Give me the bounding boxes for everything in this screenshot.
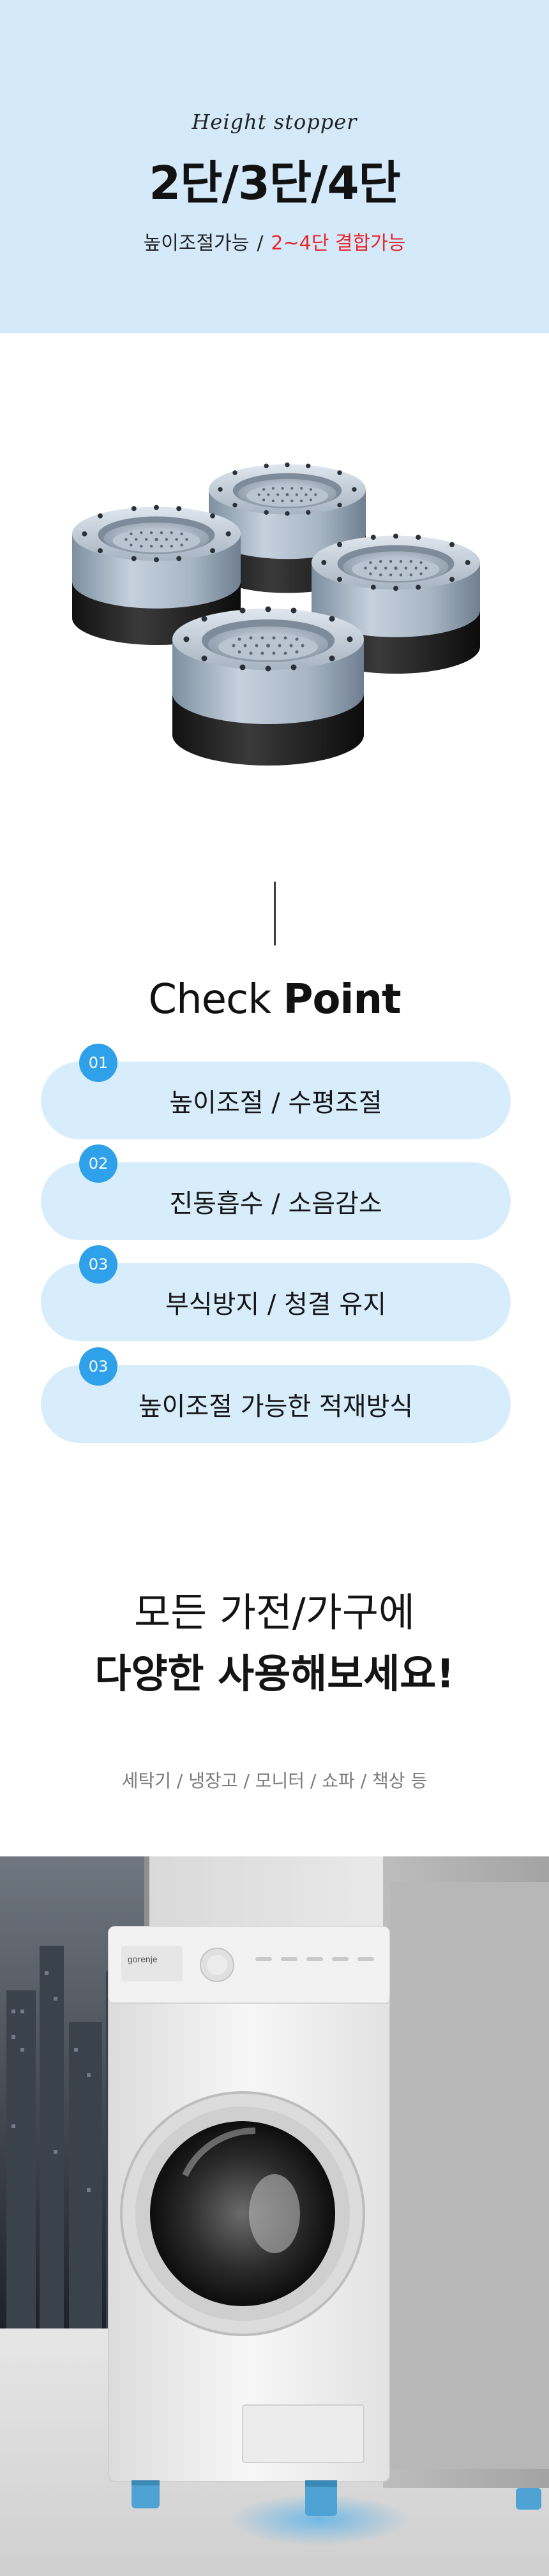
check-point-badge: 03 [79, 1347, 117, 1386]
hero-banner: Height stopper 2단/3단/4단 높이조절가능 / 2~4단 결합가능 [0, 0, 549, 333]
hero-sub-separator: / [257, 232, 264, 255]
hero-sub-left: 높이조절가능 [143, 232, 250, 255]
washing-machine-illustration: gorenje [0, 1856, 549, 2576]
usage-title-line1: 모든 가전/가구에 [134, 1589, 415, 1636]
usage-title: 모든 가전/가구에 다양한 사용해보세요! [0, 1582, 549, 1705]
section-divider [274, 882, 276, 945]
anti-vibration-pads-illustration [72, 462, 480, 766]
check-point-text: 높이조절 가능한 적재방식 [138, 1392, 414, 1421]
brand-logo: gorenje [128, 1954, 158, 1964]
hero-subtitle: 높이조절가능 / 2~4단 결합가능 [0, 227, 549, 255]
check-point-badge: 03 [79, 1245, 117, 1284]
hero-script-label: Height stopper [192, 110, 357, 134]
pad-front [172, 606, 364, 766]
check-point-title: Check Point [0, 976, 549, 1023]
usage-subtitle: 세탁기 / 냉장고 / 모니터 / 쇼파 / 책상 등 [121, 1770, 428, 1791]
hero-title: 2단/3단/4단 [149, 156, 401, 210]
washing-machine-scene: gorenje [0, 1856, 549, 2576]
check-point-text: 높이조절 / 수평조절 [169, 1088, 382, 1118]
check-point-item: 진동흡수 / 소음감소 [41, 1162, 511, 1240]
check-point-title-light: Check [148, 976, 271, 1023]
check-point-item: 높이조절 / 수평조절 [41, 1062, 511, 1139]
hero-sub-right: 2~4단 결합가능 [271, 232, 406, 255]
check-point-text: 진동흡수 / 소음감소 [169, 1189, 382, 1218]
check-point-badge: 01 [79, 1044, 117, 1082]
product-image [0, 333, 549, 856]
check-point-item: 높이조절 가능한 적재방식 [41, 1365, 511, 1443]
check-point-badge: 02 [79, 1144, 117, 1183]
check-point-title-bold: Point [283, 976, 402, 1023]
check-point-item: 부식방지 / 청결 유지 [41, 1263, 511, 1341]
usage-title-line2: 다양한 사용해보세요! [94, 1650, 455, 1697]
check-point-text: 부식방지 / 청결 유지 [165, 1290, 387, 1319]
